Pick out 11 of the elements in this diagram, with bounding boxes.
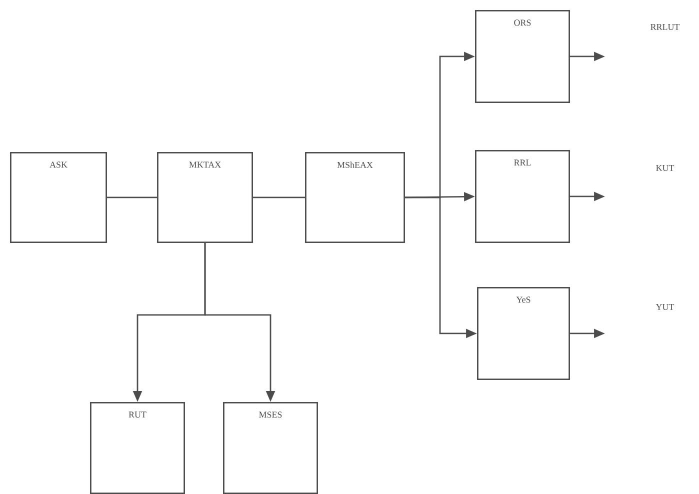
output-label: KUT bbox=[656, 165, 674, 171]
output-label: RRLUT bbox=[650, 24, 680, 30]
process-box: RUT bbox=[90, 402, 185, 494]
process-box: ORS bbox=[475, 10, 570, 103]
process-box: YeS bbox=[477, 286, 570, 380]
process-box: RRL bbox=[475, 150, 570, 243]
process-box: ASK bbox=[10, 152, 107, 243]
process-box: MKTAX bbox=[157, 152, 253, 243]
output-label: YUT bbox=[656, 304, 674, 310]
process-box: MShEAX bbox=[305, 152, 405, 243]
process-box: MSES bbox=[223, 402, 318, 494]
